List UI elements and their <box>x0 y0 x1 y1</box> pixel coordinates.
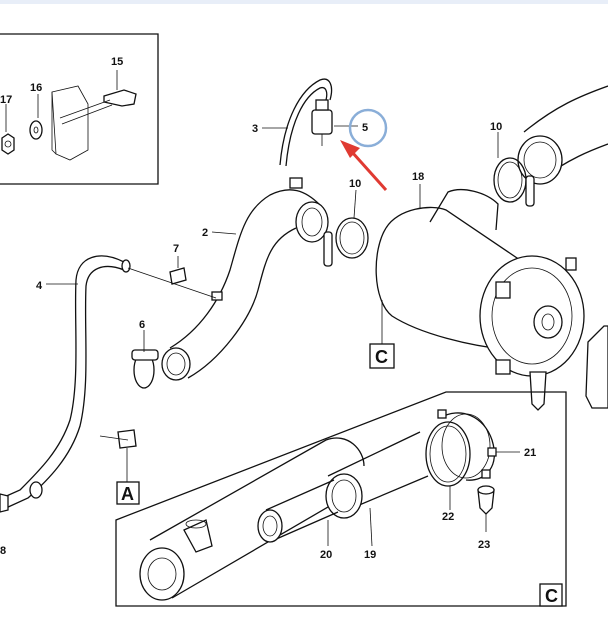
callout-10-middle: 10 <box>349 178 361 190</box>
air-cleaner-part-18: 18 C <box>369 171 608 411</box>
ref-label-a: A <box>121 484 134 504</box>
callout-16: 16 <box>30 82 42 94</box>
ref-label-c-main: C <box>375 347 388 367</box>
callout-18: 18 <box>412 171 424 183</box>
hose-part-4: 4 <box>1 255 131 509</box>
clamp-part-10-right: 10 <box>490 121 535 207</box>
clamp-part-10-middle: 10 <box>323 178 369 267</box>
callout-6: 6 <box>139 319 145 331</box>
callout-8: 8 <box>0 545 6 557</box>
clip-part-7: 7 <box>127 243 217 299</box>
ref-label-c-detail: C <box>545 586 558 606</box>
clip-on-hose-a: A <box>99 429 140 505</box>
top-strip <box>0 0 608 4</box>
filter-housing <box>139 437 365 601</box>
detail-box-c: C 19 20 <box>115 391 567 607</box>
nut-part-17 <box>1 133 15 155</box>
hose-part-3: 3 <box>252 78 333 167</box>
cover-part-21: 21 <box>437 409 536 481</box>
callout-5: 5 <box>362 122 368 134</box>
washer-part-16 <box>29 120 43 140</box>
intake-pipe-part-2: 2 <box>161 177 329 381</box>
callout-20: 20 <box>320 549 332 561</box>
clamp-part-6: 6 <box>131 319 159 389</box>
valve-part-23: 23 <box>477 485 495 551</box>
filter-element-part-19: 19 <box>325 431 429 561</box>
seal-part-22: 22 <box>425 421 471 523</box>
callout-23: 23 <box>478 539 490 551</box>
part-8-edge: 8 <box>0 493 9 557</box>
upper-duct <box>517 85 608 185</box>
callout-4: 4 <box>36 280 43 292</box>
inset-fastener-detail: 15 16 17 <box>0 33 159 185</box>
callout-19: 19 <box>364 549 376 561</box>
callout-3: 3 <box>252 123 258 135</box>
highlight-circle <box>348 108 388 148</box>
callout-2: 2 <box>202 227 208 239</box>
callout-22: 22 <box>442 511 454 523</box>
callout-15: 15 <box>111 56 123 68</box>
callout-17: 17 <box>0 94 12 106</box>
bolt-part-15 <box>59 89 137 125</box>
callout-21: 21 <box>524 447 536 459</box>
highlight-arrow <box>340 140 388 192</box>
callout-7: 7 <box>173 243 179 255</box>
sensor-part-5: 5 <box>311 99 368 146</box>
callout-10-right: 10 <box>490 121 502 133</box>
safety-element-part-20: 20 <box>257 479 339 561</box>
